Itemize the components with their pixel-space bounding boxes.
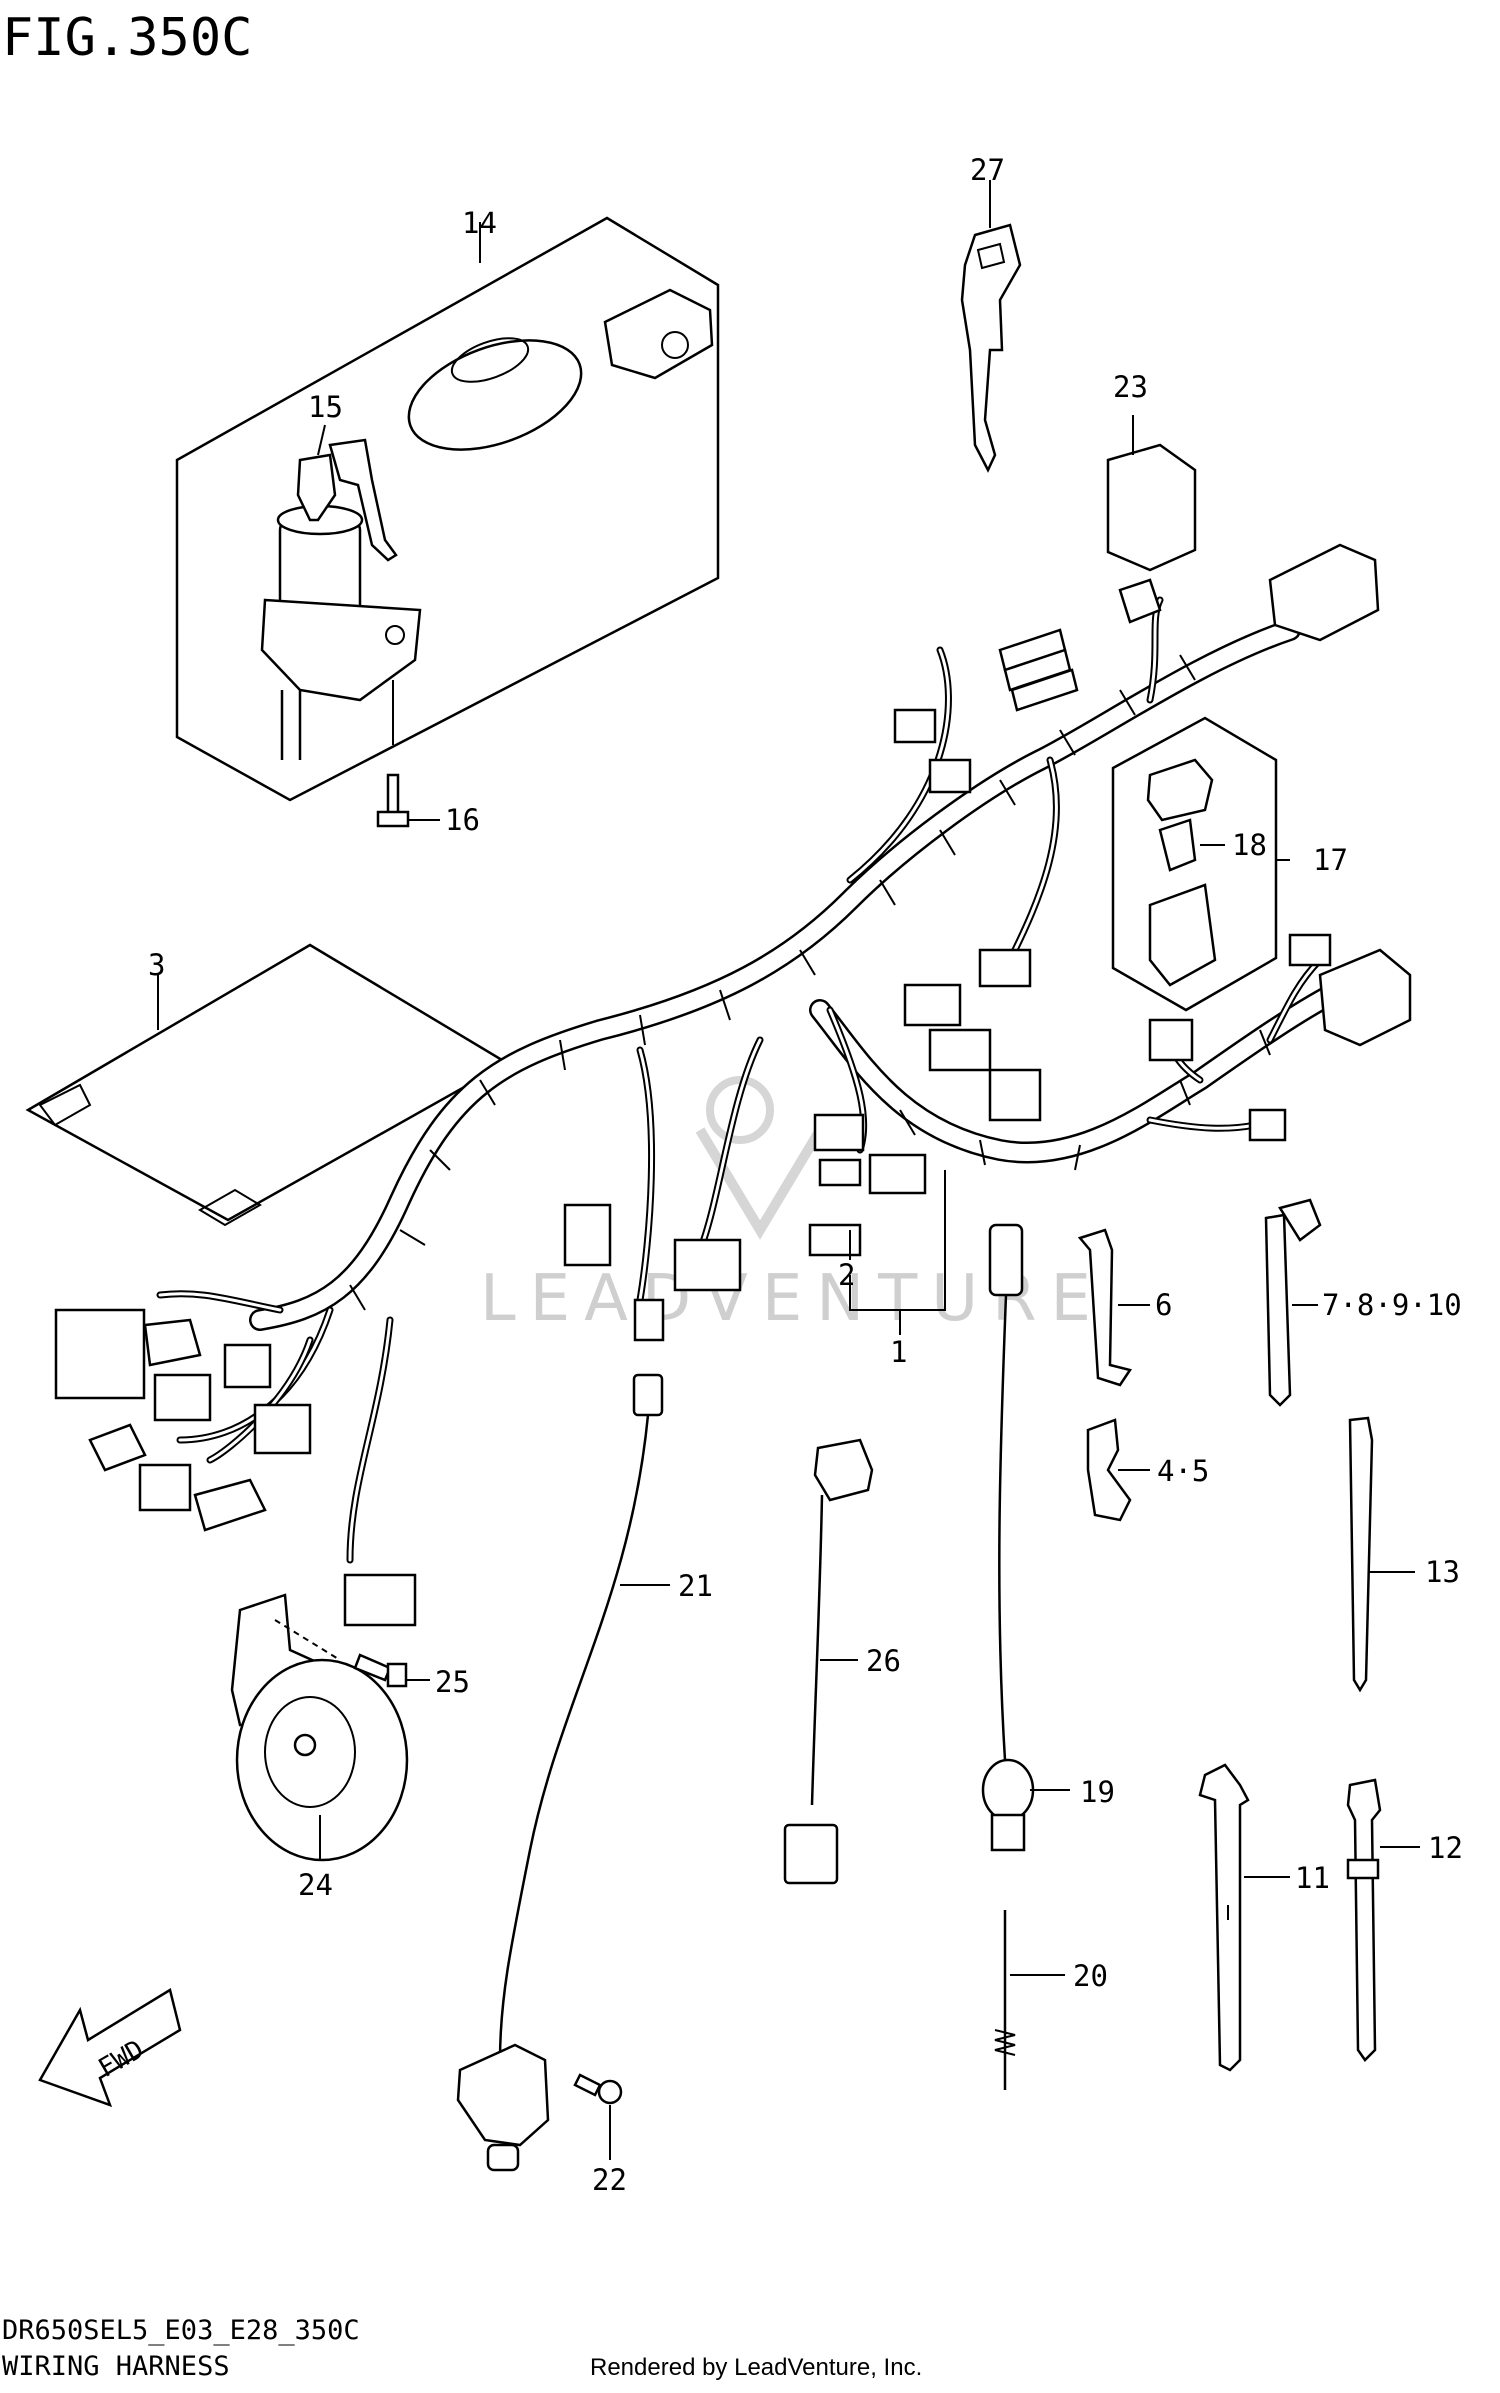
callout-16: 16	[445, 803, 480, 837]
side-stand-switch	[456, 1373, 670, 2172]
fwd-arrow: FWD	[38, 1988, 182, 2108]
harness-connectors	[54, 543, 1412, 1627]
label-sheet	[25, 943, 510, 1227]
callout-15: 15	[308, 390, 343, 424]
sensor-19	[981, 1223, 1070, 1852]
callout-22: 22	[592, 2163, 627, 2197]
lock-set-group	[175, 216, 720, 828]
clamp-11	[1198, 1763, 1290, 2072]
cable-tie-7-10	[1264, 1198, 1322, 1407]
callout-1: 1	[890, 1335, 907, 1369]
callout-21: 21	[678, 1569, 713, 1603]
bolt-16	[386, 773, 400, 817]
horn-body	[235, 1658, 409, 1862]
callout-24: 24	[298, 1868, 333, 1902]
fuse-box	[1148, 883, 1217, 987]
screw-22	[573, 2073, 623, 2160]
cable-tie-13	[1348, 1416, 1415, 1693]
seat-lock	[603, 288, 714, 380]
callout-2: 2	[838, 1258, 855, 1292]
callout-27: 27	[970, 153, 1005, 187]
callout-7-10: 7·8·9·10	[1322, 1288, 1462, 1322]
callout-6: 6	[1155, 1288, 1172, 1322]
ignition-switch	[260, 504, 422, 760]
fuel-cap	[407, 339, 583, 451]
clamp-4-5	[1086, 1418, 1150, 1522]
callout-19: 19	[1080, 1775, 1115, 1809]
callout-17: 17	[1313, 843, 1348, 877]
relay-23	[1106, 415, 1197, 572]
render-credit: Rendered by LeadVenture, Inc.	[590, 2354, 922, 2381]
callouts: 27 23 14 15 16 18 17 3 2 1 6 7·8·9·10 4·…	[148, 153, 1463, 2197]
clamp-6	[1077, 1228, 1150, 1387]
fuse	[1158, 818, 1197, 872]
fuse-box-cover	[1146, 758, 1214, 822]
fuse-box-group	[1111, 716, 1290, 1012]
callout-14: 14	[462, 206, 497, 240]
callout-12: 12	[1428, 1831, 1463, 1865]
key-blank	[960, 180, 1022, 473]
key-pair	[296, 438, 398, 562]
callout-3: 3	[148, 948, 165, 982]
callout-4-5: 4·5	[1157, 1454, 1209, 1488]
clamp-12	[1346, 1778, 1420, 2062]
figure-caption: WIRING HARNESS	[2, 2351, 230, 2382]
leader-15	[317, 424, 326, 456]
horn	[230, 1593, 409, 1862]
cable-20	[994, 1910, 1065, 2090]
lead-wire-26	[783, 1438, 874, 1885]
model-code: DR650SEL5_E03_E28_350C	[2, 2315, 360, 2346]
figure-title: FIG.350C	[2, 8, 252, 68]
main-wiring-harness	[54, 543, 1412, 1627]
leader-1-bracket	[849, 1170, 946, 1311]
callout-26: 26	[866, 1644, 901, 1678]
bolt-25	[353, 1653, 430, 1688]
callout-18: 18	[1232, 828, 1267, 862]
callout-20: 20	[1073, 1959, 1108, 1993]
lock-set-box	[175, 216, 720, 802]
callout-11: 11	[1295, 1861, 1330, 1895]
callout-13: 13	[1425, 1555, 1460, 1589]
callout-25: 25	[435, 1665, 470, 1699]
callout-23: 23	[1113, 370, 1148, 404]
